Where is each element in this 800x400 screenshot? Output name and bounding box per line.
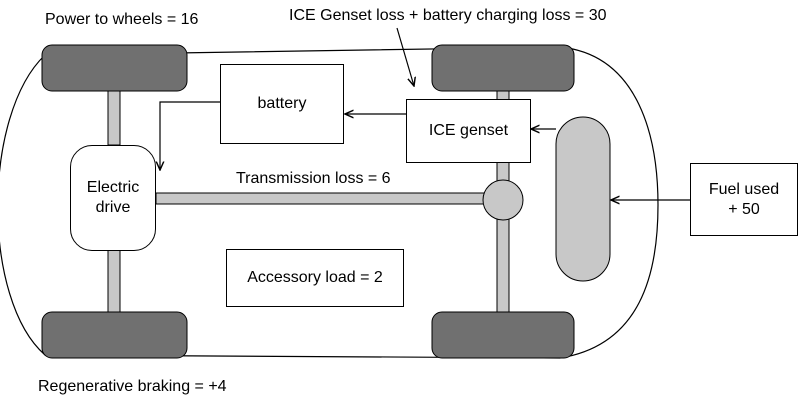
electric-drive-label-line1: Electric (86, 179, 140, 196)
front-axle-upper (107, 90, 121, 146)
fuel-tank (555, 116, 611, 282)
power-to-wheels-label: Power to wheels = 16 (45, 11, 199, 28)
rear-axle-lower (496, 218, 510, 313)
genset-loss-label: ICE Genset loss + battery charging loss … (289, 7, 607, 24)
electric-drive-label-line2: drive (95, 199, 131, 216)
arrow-battery-to-drive (160, 101, 220, 170)
accessory-load-label: Accessory load = 2 (247, 269, 383, 286)
wheel-rear-left (431, 44, 575, 92)
ice-genset-label: ICE genset (428, 122, 509, 139)
wheel-rear-right (431, 311, 575, 359)
ice-genset-box: ICE genset (406, 99, 531, 163)
transmission-shaft (155, 192, 487, 205)
battery-label: battery (257, 95, 307, 112)
fuel-used-box: Fuel used + 50 (690, 163, 798, 236)
wheel-front-left (41, 44, 188, 92)
regenerative-braking-label: Regenerative braking = +4 (38, 378, 227, 395)
transmission-loss-label: Transmission loss = 6 (236, 170, 391, 187)
battery-box: battery (220, 64, 344, 144)
vehicle-body-outline (0, 46, 659, 359)
differential (482, 179, 524, 221)
front-axle-lower (107, 249, 121, 313)
arrow-loss-to-genset (396, 27, 414, 86)
accessory-load-box: Accessory load = 2 (226, 249, 404, 307)
fuel-used-label-line2: + 50 (728, 200, 760, 218)
fuel-used-label-line1: Fuel used (708, 180, 780, 198)
electric-drive-box: Electric drive (70, 145, 156, 251)
wheel-front-right (41, 311, 188, 359)
